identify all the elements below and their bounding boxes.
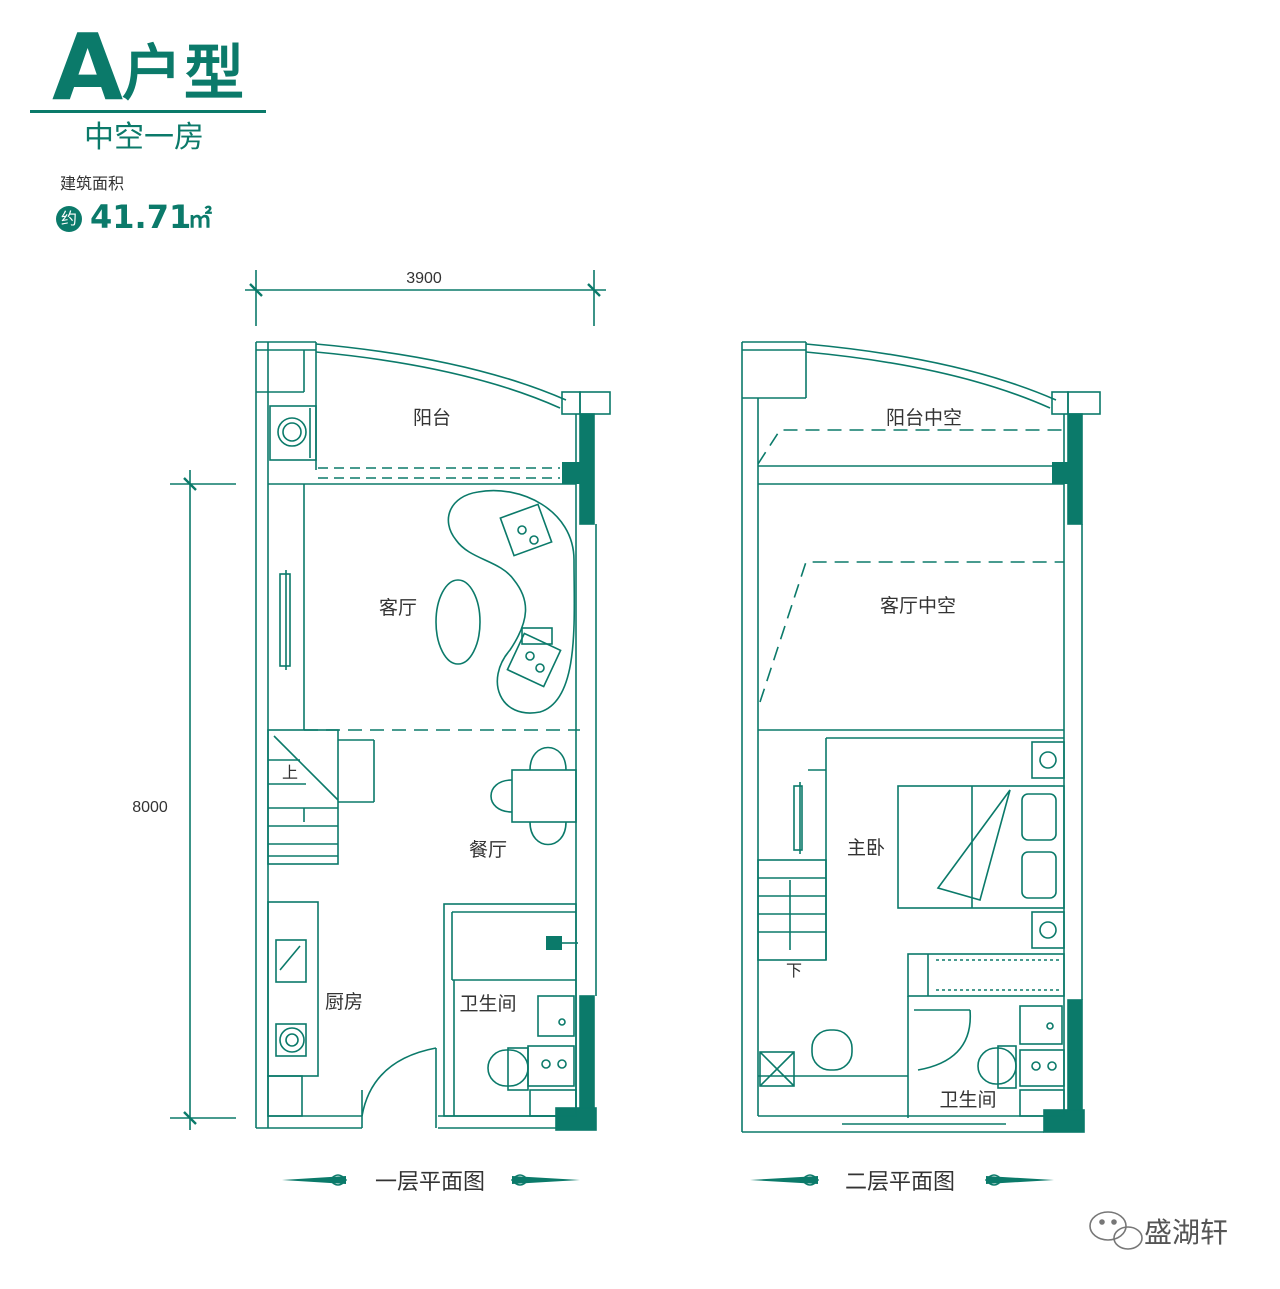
floor2-stairs-down-label: 下 [786,961,802,980]
area-unit: ㎡ [188,205,212,233]
area-label: 建筑面积 [60,174,125,193]
floor1-balcony-label: 阳台 [413,407,451,429]
dimension-depth-label: 8000 [132,799,168,816]
floor2-living-void-label: 客厅中空 [880,595,956,617]
dimension-width-label: 3900 [406,270,442,287]
floor1-caption: 一层平面图 [282,1170,580,1195]
floor2-bathroom-label: 卫生间 [939,1089,996,1111]
floor1-dining-label: 餐厅 [469,839,507,861]
floor1-stairs-up-label: 上 [282,763,298,782]
title-rule [30,110,266,113]
dimension-depth: 8000 [132,470,236,1130]
area-prefix-badge: 约 [56,206,82,232]
floor1-caption-text: 一层平面图 [375,1170,485,1195]
unit-subtitle: 中空一房 [84,120,204,155]
floor2-caption-text: 二层平面图 [845,1170,955,1195]
title-suffix: 户型 [122,39,246,109]
title-letter: A [52,14,124,121]
floor1-living-label: 客厅 [379,597,417,619]
floor2-balcony-void-label: 阳台中空 [886,407,962,429]
floor2-plan: 下 阳台中空 客厅中空 主卧 卫生间 [741,341,1101,1133]
floor1-plan: 上 阳台 客厅 餐厅 厨房 卫生间 [255,341,611,1131]
dimension-width: 3900 [245,270,606,326]
floor2-master-bedroom-label: 主卧 [847,837,885,859]
watermark-text: 盛湖轩 [1144,1216,1229,1249]
wechat-icon [1089,1211,1143,1250]
area-value: 41.71 [90,198,192,236]
floor1-bathroom-label: 卫生间 [459,993,516,1015]
floor2-caption: 二层平面图 [750,1170,1054,1195]
floor1-kitchen-label: 厨房 [325,991,363,1013]
